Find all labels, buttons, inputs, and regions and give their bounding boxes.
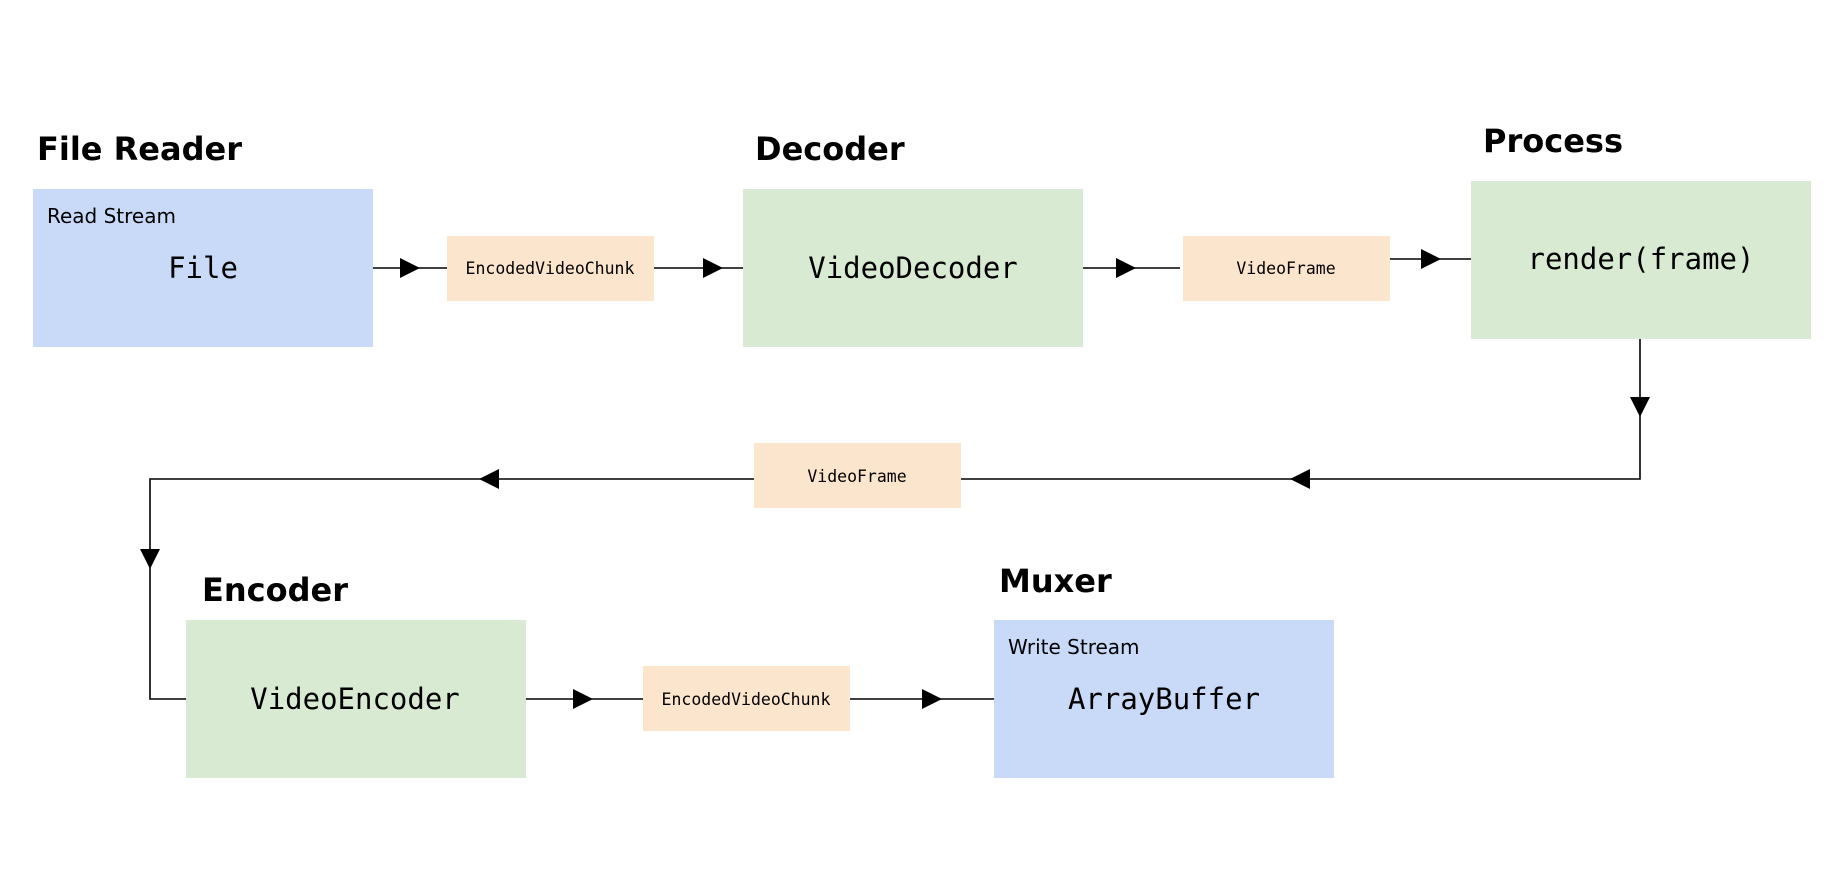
arrowhead-down bbox=[140, 549, 160, 569]
stage-file-reader: File Reader Read Stream File bbox=[33, 130, 373, 347]
data-chip-bg bbox=[754, 443, 961, 508]
stage-encoder: Encoder VideoEncoder bbox=[186, 571, 526, 778]
data-chip-bg bbox=[643, 666, 850, 731]
process-box bbox=[1471, 181, 1811, 339]
stage-title: Decoder bbox=[755, 130, 905, 168]
stage-title: Process bbox=[1483, 122, 1623, 160]
arrowhead-right bbox=[703, 258, 723, 278]
stage-title: Muxer bbox=[999, 562, 1112, 600]
arrowhead-right bbox=[573, 689, 593, 709]
box-sublabel: Write Stream bbox=[1008, 635, 1140, 659]
encoder-box bbox=[186, 620, 526, 778]
stage-title: Encoder bbox=[202, 571, 348, 609]
box-label: VideoEncoder bbox=[250, 682, 460, 716]
decoder-box bbox=[743, 189, 1083, 347]
box-sublabel: Read Stream bbox=[47, 204, 176, 228]
data-chip-label: VideoFrame bbox=[1236, 259, 1335, 278]
arrowhead-right bbox=[922, 689, 942, 709]
edge-process-to-encoder bbox=[149, 339, 1641, 700]
file-box bbox=[33, 189, 373, 347]
arrowhead-right bbox=[400, 258, 420, 278]
arrowhead-down bbox=[1630, 397, 1650, 417]
stage-process: Process render(frame) bbox=[1471, 122, 1811, 339]
data-chip-label: EncodedVideoChunk bbox=[466, 259, 635, 278]
arrowheads bbox=[140, 249, 1650, 709]
arrowhead-left bbox=[1290, 469, 1310, 489]
data-chip-bg bbox=[447, 236, 654, 301]
data-chip-video-frame: VideoFrame bbox=[1183, 236, 1390, 301]
data-chip-label: VideoFrame bbox=[807, 467, 906, 486]
data-chip-encoded-video-chunk: EncodedVideoChunk bbox=[643, 666, 850, 731]
arrowhead-right bbox=[1421, 249, 1441, 269]
box-label: VideoDecoder bbox=[808, 251, 1018, 285]
data-chip-bg bbox=[1183, 236, 1390, 301]
arrowhead-left bbox=[479, 469, 499, 489]
data-chip-encoded-video-chunk: EncodedVideoChunk bbox=[447, 236, 654, 301]
data-chip-label: EncodedVideoChunk bbox=[662, 690, 831, 709]
box-label: ArrayBuffer bbox=[1068, 682, 1260, 716]
box-label: File bbox=[168, 251, 238, 285]
data-chip-video-frame: VideoFrame bbox=[754, 443, 961, 508]
box-label: render(frame) bbox=[1528, 242, 1755, 276]
stage-muxer: Muxer Write Stream ArrayBuffer bbox=[994, 562, 1334, 778]
stage-title: File Reader bbox=[37, 130, 242, 168]
arrowhead-right bbox=[1116, 258, 1136, 278]
stage-decoder: Decoder VideoDecoder bbox=[743, 130, 1083, 347]
muxer-box bbox=[994, 620, 1334, 778]
